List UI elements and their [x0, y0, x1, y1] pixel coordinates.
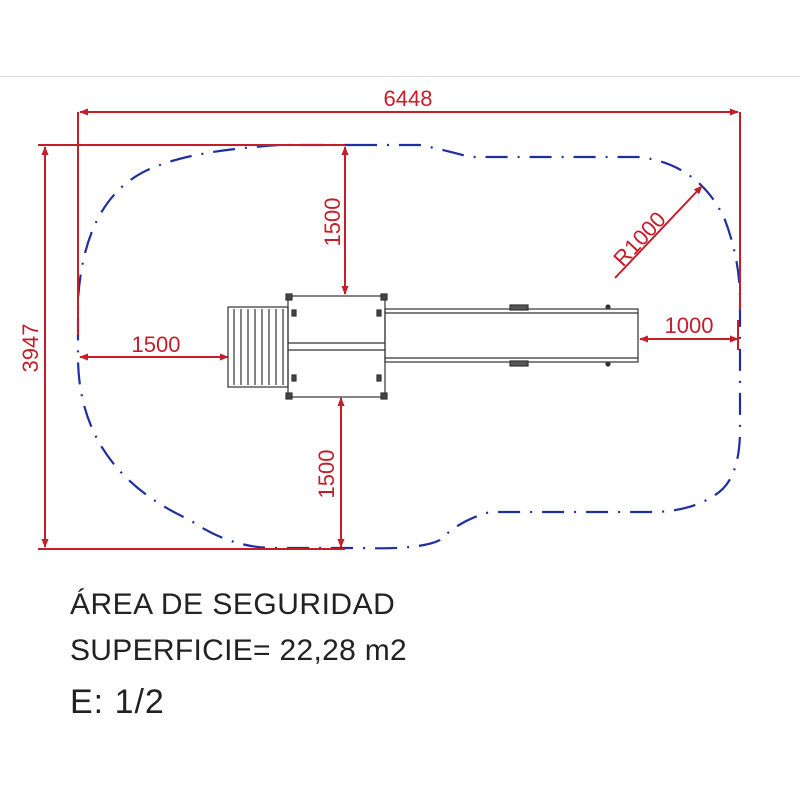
dimension-corner-radius: R1000 — [608, 185, 703, 279]
climbing-ladder — [227, 306, 289, 388]
dimension-bottom-clearance: 1500 — [314, 397, 345, 548]
dim-label-left-clearance: 1500 — [132, 332, 181, 357]
dim-label-bottom-clearance: 1500 — [314, 450, 339, 499]
safety-area-outline — [76, 143, 742, 550]
slide — [384, 304, 639, 367]
caption-surface: SUPERFICIE= 22,28 m2 — [70, 634, 407, 667]
dim-label-overall-height: 3947 — [18, 324, 43, 373]
dimension-overall-height: 3947 — [18, 144, 345, 550]
dimension-left-clearance: 1500 — [79, 332, 229, 361]
dim-label-right-clearance: 1000 — [665, 313, 714, 338]
caption-scale: E: 1/2 — [70, 683, 165, 721]
dimension-overall-width: 6448 — [77, 86, 741, 335]
dimension-right-clearance: 1000 — [639, 313, 739, 350]
platform-tower — [285, 293, 388, 400]
dim-label-corner-radius: R1000 — [608, 207, 671, 271]
dimension-top-clearance: 1500 — [320, 146, 349, 295]
top-divider-line — [0, 76, 800, 77]
caption-title: ÁREA DE SEGURIDAD — [70, 588, 396, 621]
dim-label-overall-width: 6448 — [384, 86, 433, 111]
dim-label-top-clearance: 1500 — [320, 198, 345, 247]
